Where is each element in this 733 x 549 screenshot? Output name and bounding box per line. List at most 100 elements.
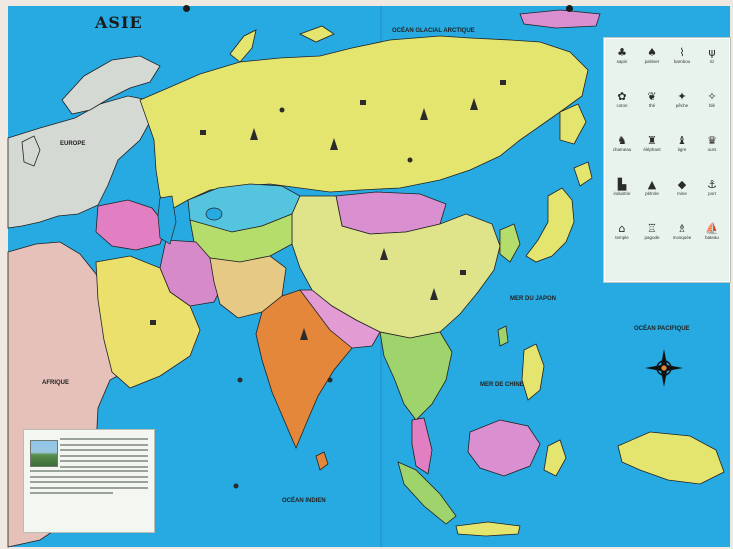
- label-china-sea: MER DE CHINE: [480, 382, 524, 388]
- bear-icon: ♛ours: [697, 134, 727, 162]
- legend-label: mine: [677, 191, 687, 196]
- aral-sea: [205, 207, 223, 221]
- fish-icon: ✦pêche: [667, 90, 697, 118]
- legend-glyph: ✦: [677, 90, 687, 103]
- legend-label: éléphant: [643, 147, 661, 152]
- malay-peninsula-region: [411, 417, 433, 475]
- bamboo-icon: ⌇bambou: [667, 46, 697, 74]
- legend-label: thé: [648, 103, 656, 108]
- label-pacific-ocean: OCÉAN PACIFIQUE: [634, 326, 690, 332]
- map-title: ASIE: [95, 13, 143, 32]
- label-sea-of-japan: MER DU JAPON: [510, 296, 557, 302]
- srilanka-region: [315, 451, 329, 471]
- kamchatka-region: [559, 103, 587, 145]
- pine-tree-icon: ♣sapin: [607, 46, 637, 74]
- legend-label: bambou: [673, 59, 691, 64]
- label-indian-ocean: OCÉAN INDIEN: [282, 498, 326, 504]
- wrangel-region: [519, 9, 601, 29]
- sulawesi-region: [543, 439, 567, 477]
- legend-label: temple: [615, 235, 629, 240]
- arabia-region: [95, 255, 201, 389]
- legend-glyph: ⛵: [705, 222, 719, 235]
- legend-label: palmier: [644, 59, 660, 64]
- taiwan-region: [497, 325, 509, 347]
- legend-label: chameau: [612, 147, 632, 152]
- legend-glyph: ♜: [647, 134, 657, 147]
- legend-glyph: ♣: [617, 46, 627, 59]
- temple-icon: ⌂temple: [607, 222, 637, 250]
- legend-glyph: ψ: [708, 46, 716, 59]
- legend-glyph: ◆: [677, 178, 687, 191]
- legend-glyph: ♖: [647, 222, 657, 235]
- compass-rose-icon: [645, 349, 683, 387]
- tea-icon: ❦thé: [637, 90, 667, 118]
- info-text-lines: [30, 470, 148, 498]
- arctic-island-region: [298, 25, 335, 43]
- legend-label: bateau: [705, 235, 719, 240]
- cotton-icon: ✿coton: [607, 90, 637, 118]
- punch-hole: [566, 5, 573, 12]
- legend-glyph: ❦: [647, 90, 657, 103]
- borneo-region: [467, 419, 541, 477]
- legend-label: tigre: [677, 147, 687, 152]
- southeast-asia-region: [379, 331, 453, 421]
- legend-glyph: ♞: [617, 134, 627, 147]
- hokkaido-region: [573, 161, 593, 187]
- oil-icon: ▲pétrole: [637, 178, 667, 206]
- legend-glyph: ▙: [617, 178, 627, 191]
- legend-label: sapin: [616, 59, 628, 64]
- info-box: [23, 429, 155, 533]
- map-symbols: [150, 80, 506, 489]
- palm-tree-icon: ♠palmier: [637, 46, 667, 74]
- caspian-sea: [157, 195, 177, 245]
- novaya-zemlya-region: [229, 29, 257, 63]
- legend-glyph: ⌂: [618, 222, 626, 235]
- grain-icon: ✧blé: [697, 90, 727, 118]
- info-text-lines: [60, 438, 148, 471]
- legend-label: mosquée: [672, 235, 692, 240]
- legend-glyph: ♗: [677, 222, 687, 235]
- russia-region: [139, 35, 589, 211]
- legend-glyph: ♛: [707, 134, 717, 147]
- port-icon: ⚓port: [697, 178, 727, 206]
- java-region: [455, 521, 521, 537]
- philippines-region: [521, 343, 545, 401]
- legend-glyph: ✿: [617, 90, 627, 103]
- legend-glyph: ▲: [647, 178, 657, 191]
- label-arctic-ocean: OCÉAN GLACIAL ARCTIQUE: [392, 28, 475, 34]
- legend-label: industrie: [613, 191, 631, 196]
- factory-icon: ▙industrie: [607, 178, 637, 206]
- new-guinea-region: [617, 431, 725, 485]
- mine-icon: ◆mine: [667, 178, 697, 206]
- turkey-region: [95, 199, 167, 251]
- landscape-photo: [30, 440, 58, 467]
- legend-label: pagode: [644, 235, 660, 240]
- mosque-icon: ♗mosquée: [667, 222, 697, 250]
- legend-label: pétrole: [645, 191, 659, 196]
- legend-glyph: ✧: [707, 90, 717, 103]
- legend-label: port: [708, 191, 716, 196]
- sumatra-region: [397, 461, 457, 525]
- camel-icon: ♞chameau: [607, 134, 637, 162]
- britain-region: [21, 135, 41, 167]
- tiger-icon: ♝tigre: [667, 134, 697, 162]
- label-europe: EUROPE: [60, 141, 86, 147]
- scandinavia-region: [61, 55, 161, 115]
- legend-glyph: ⌇: [679, 46, 685, 59]
- legend-label: blé: [708, 103, 715, 108]
- legend-glyph: ♝: [677, 134, 687, 147]
- punch-hole: [183, 5, 190, 12]
- korea-region: [499, 223, 521, 263]
- legend-label: ours: [707, 147, 717, 152]
- legend-label: pêche: [675, 103, 689, 108]
- china-region: [291, 195, 501, 339]
- legend-label: riz: [709, 59, 715, 64]
- japan-region: [525, 187, 575, 263]
- legend-label: coton: [616, 103, 628, 108]
- label-africa: AFRIQUE: [42, 380, 69, 386]
- pagoda-icon: ♖pagode: [637, 222, 667, 250]
- legend-glyph: ♠: [647, 46, 657, 59]
